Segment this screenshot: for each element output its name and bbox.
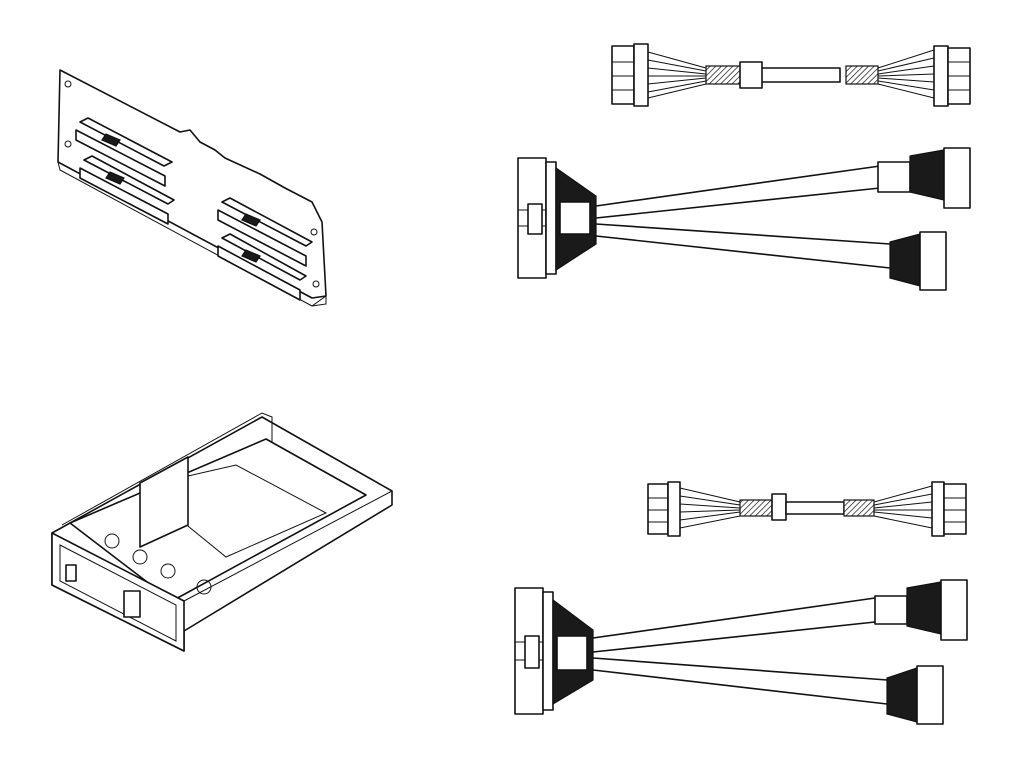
backplane-connector — [217, 233, 307, 301]
power-cable-top — [600, 40, 980, 112]
power-cable-icon — [611, 43, 971, 107]
backplane-connector — [75, 117, 173, 187]
drive-tray-blank-icon — [51, 412, 393, 652]
drive-blank — [40, 405, 400, 655]
drive-backplane-board-icon — [57, 69, 327, 307]
y-split-data-cable-icon — [517, 147, 971, 291]
split-cable-bottom — [505, 572, 980, 732]
split-cable-top — [510, 140, 980, 300]
y-split-data-cable-icon — [514, 579, 968, 725]
power-cable-bottom — [640, 478, 980, 540]
drive-backplane-board — [50, 60, 340, 310]
backplane-connector — [79, 155, 175, 225]
backplane-connector — [217, 197, 313, 267]
power-cable-icon — [647, 481, 967, 537]
